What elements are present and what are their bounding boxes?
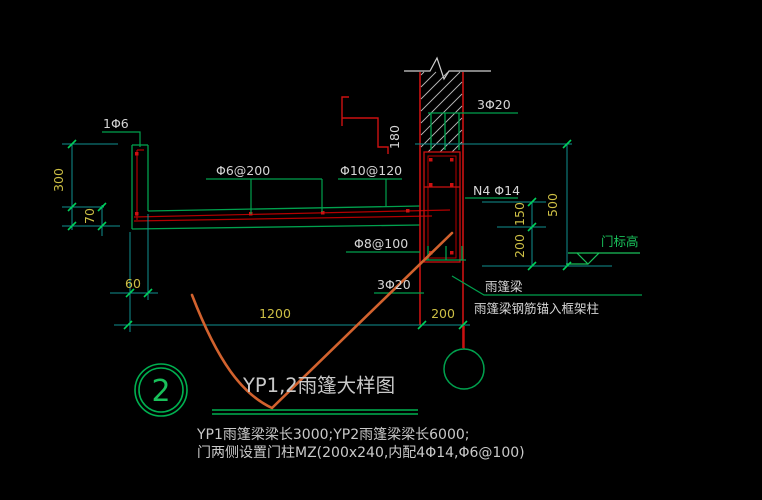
dim-column-width: 200 [431, 306, 455, 321]
dimension-ticks [67, 139, 572, 330]
bent-bar-symbol [341, 96, 389, 154]
label-slab-top-rebar: Φ6@200 [216, 163, 270, 178]
label-beam-depth: 180 [387, 125, 402, 149]
label-beam-bottom-bars: 3Φ20 [377, 277, 411, 292]
label-canopy-beam-note: 雨篷梁钢筋锚入框架柱 [474, 301, 599, 316]
frame-column [419, 72, 464, 348]
leader-lines [102, 131, 642, 296]
detail-number: 2 [151, 374, 170, 409]
dim-slab-thickness: 70 [82, 208, 97, 224]
label-slab-main-rebar: Φ10@120 [340, 163, 402, 178]
elevation-marker [566, 252, 640, 265]
dim-right-200: 200 [512, 234, 527, 258]
dim-right-total: 500 [545, 193, 560, 217]
label-top-bar: 1Φ6 [103, 116, 129, 131]
markup-check [190, 231, 454, 410]
title-underline [212, 409, 418, 415]
detail-bubble [134, 363, 188, 417]
label-beam-side-bars: N4 Φ14 [473, 183, 520, 198]
label-beam-stirrup: Φ8@100 [354, 236, 408, 251]
beam-section [423, 151, 461, 263]
column-hatch [420, 71, 463, 153]
canopy-slab-outline [131, 144, 421, 230]
column-break-line [404, 56, 491, 81]
label-canopy-beam: 雨篷梁 [485, 279, 523, 294]
label-door-elevation: 门标高 [601, 234, 639, 249]
detail-title: YP1,2雨篷大样图 [242, 374, 395, 397]
label-anchor-bars: 3Φ20 [477, 97, 511, 112]
grid-bubble [443, 326, 485, 390]
dim-edge-width: 60 [125, 276, 141, 291]
dim-canopy-length: 1200 [259, 306, 291, 321]
dim-upturn-height: 300 [51, 168, 66, 192]
dim-right-150: 150 [512, 202, 527, 226]
dimension-lines [62, 143, 612, 332]
note-line-1: YP1雨篷梁梁长3000;YP2雨篷梁梁长6000; [196, 427, 470, 443]
note-line-2: 门两侧设置门柱MZ(200x240,内配4Φ14,Φ6@100) [197, 445, 525, 461]
slab-rebar [133, 149, 451, 222]
